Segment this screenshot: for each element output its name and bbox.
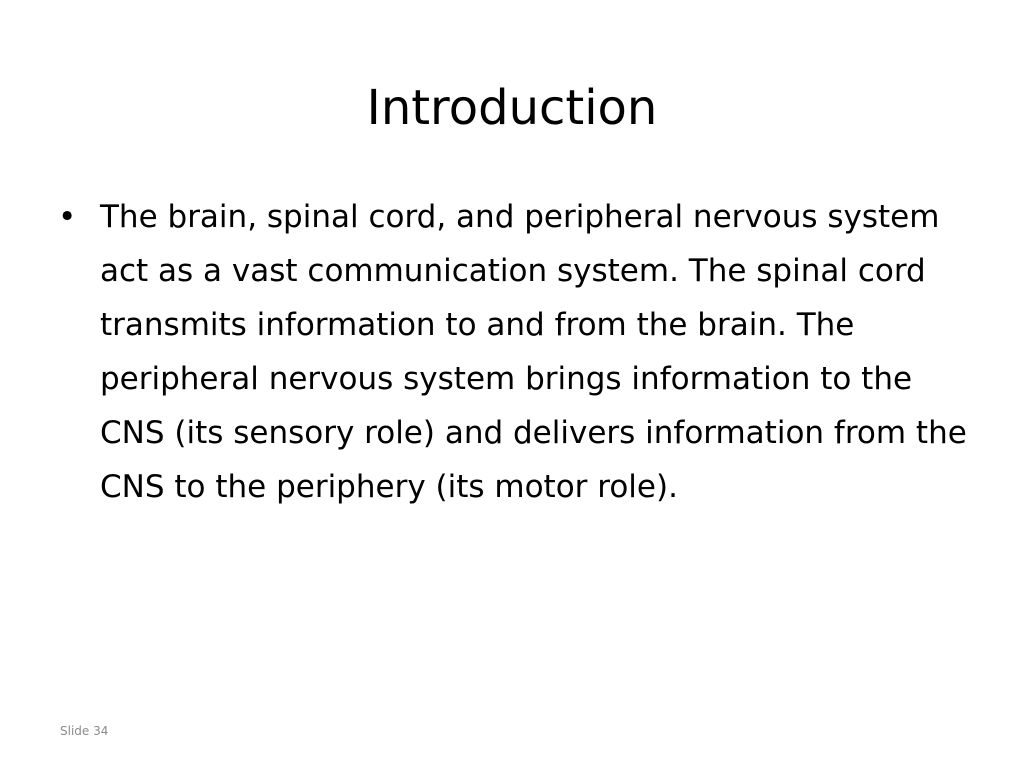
bullet-marker: • (58, 199, 77, 235)
slide-number: Slide 34 (60, 724, 109, 738)
slide-title: Introduction (366, 80, 658, 136)
bullet-item: • The brain, spinal cord, and peripheral… (58, 190, 978, 514)
bullet-list: • The brain, spinal cord, and peripheral… (58, 190, 978, 514)
bullet-text: The brain, spinal cord, and peripheral n… (100, 199, 967, 505)
